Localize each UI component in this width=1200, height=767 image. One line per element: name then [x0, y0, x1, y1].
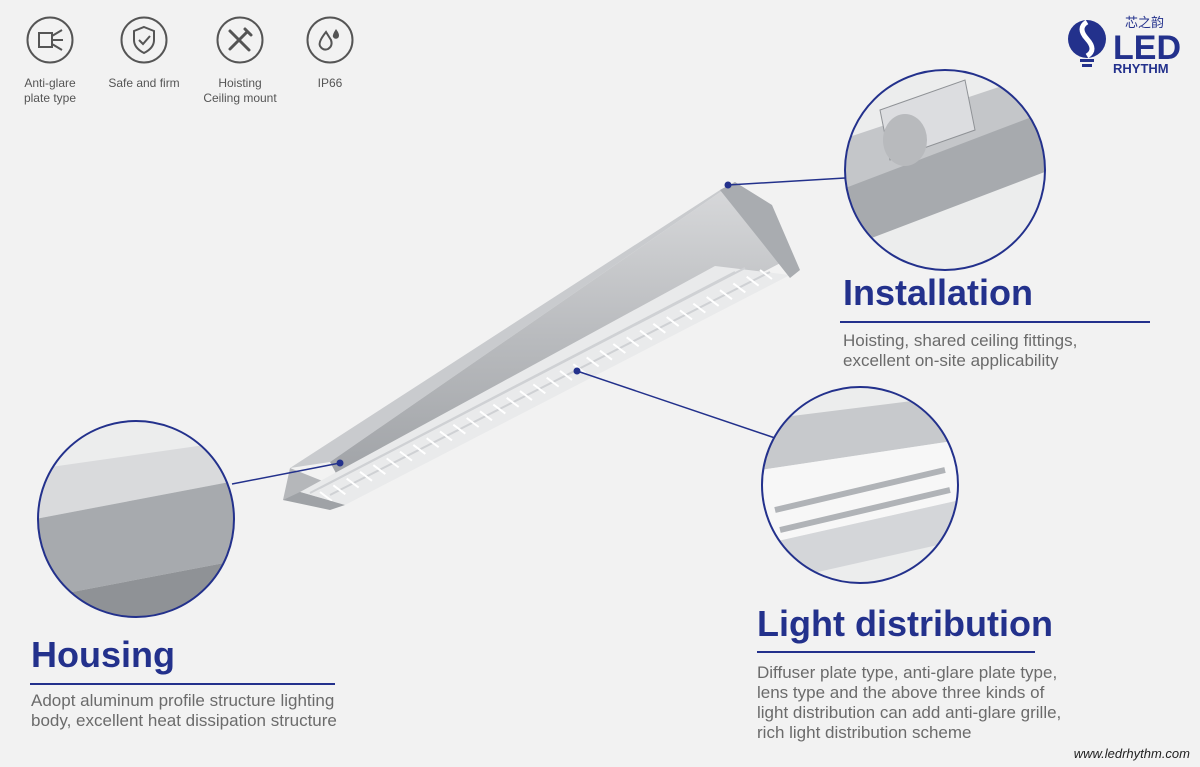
callout-dot-installation	[724, 181, 732, 189]
feature-safe: Safe and firm	[96, 16, 192, 91]
louver-slat	[599, 349, 613, 361]
light-distribution-detail-circle	[761, 386, 959, 584]
installation-detail-circle	[844, 69, 1046, 271]
water-drops-icon	[306, 16, 354, 64]
feature-label: IP66	[317, 76, 343, 90]
louver-slat	[492, 403, 506, 415]
louver-slat	[399, 450, 413, 462]
louver-slat	[359, 471, 373, 482]
louver-slat	[612, 343, 626, 354]
louver-slat	[679, 309, 693, 321]
logo-led: LED	[1113, 29, 1181, 67]
louver-slat	[759, 269, 773, 280]
louver-grille	[309, 267, 771, 496]
light-distribution-title: Light distribution	[757, 603, 1053, 644]
louver-slat	[546, 376, 560, 388]
light-distribution-text: Diffuser plate type, anti-glare plate ty…	[757, 663, 1062, 742]
installation-text: Hoisting, shared ceiling fittings, excel…	[843, 331, 1078, 370]
louver-slat	[586, 356, 600, 368]
louver-slat	[452, 423, 466, 435]
louver-slat	[652, 323, 666, 334]
logo-chinese: 芯之韵	[1125, 16, 1164, 31]
housing-divider	[30, 683, 335, 685]
logo-rhythm: RHYTHM	[1113, 61, 1169, 76]
housing-title: Housing	[31, 634, 175, 675]
shield-check-icon	[120, 16, 168, 64]
website-url[interactable]: www.ledrhythm.com	[1073, 746, 1190, 761]
louver-slat	[319, 491, 333, 502]
louver-slats	[319, 269, 773, 502]
end-cap	[720, 182, 800, 278]
louver-slat	[746, 275, 760, 287]
louver-slat	[732, 282, 746, 294]
linear-lamp	[283, 182, 800, 510]
feature-ip66: IP66	[282, 16, 378, 91]
callout-lines	[231, 177, 846, 485]
louver-slat	[412, 444, 426, 455]
installation-title: Installation	[843, 272, 1034, 313]
feature-hoisting: Hoisting Ceiling mount	[192, 16, 288, 106]
anti-glare-lamp-icon	[26, 16, 74, 64]
louver-slat	[639, 329, 653, 341]
louver-slat	[332, 484, 346, 496]
feature-anti-glare: Anti-glare plate type	[2, 16, 98, 106]
feature-label: Hoisting Ceiling mount	[203, 76, 277, 105]
housing-detail-circle	[37, 420, 235, 618]
tools-icon	[216, 16, 264, 64]
louver-slat	[626, 336, 640, 348]
callout-dot-light	[573, 367, 581, 375]
brand-logo: 芯之韵 LED RHYTHM	[1065, 14, 1190, 78]
louver-slat	[386, 457, 400, 469]
louver-slat	[426, 437, 440, 448]
louver-slat	[719, 289, 733, 300]
louver-slat	[346, 477, 360, 489]
housing-text: Adopt aluminum profile structure lightin…	[31, 691, 337, 730]
louver-slat	[466, 417, 480, 428]
installation-divider	[840, 321, 1150, 323]
louver-slat	[666, 316, 680, 327]
louver-slat	[559, 370, 573, 381]
louver-slat	[506, 397, 520, 408]
feature-label: Anti-glare plate type	[23, 76, 77, 105]
louver-slat	[439, 430, 453, 442]
light-distribution-divider	[757, 651, 1035, 653]
louver-slat	[532, 383, 546, 395]
callout-dot-housing	[336, 459, 344, 467]
louver-slat	[519, 390, 533, 401]
louver-slat	[706, 296, 720, 307]
louver-slat	[692, 302, 706, 314]
feature-label: Safe and firm	[108, 76, 180, 90]
louver-slat	[479, 410, 493, 422]
louver-slat	[372, 464, 386, 475]
